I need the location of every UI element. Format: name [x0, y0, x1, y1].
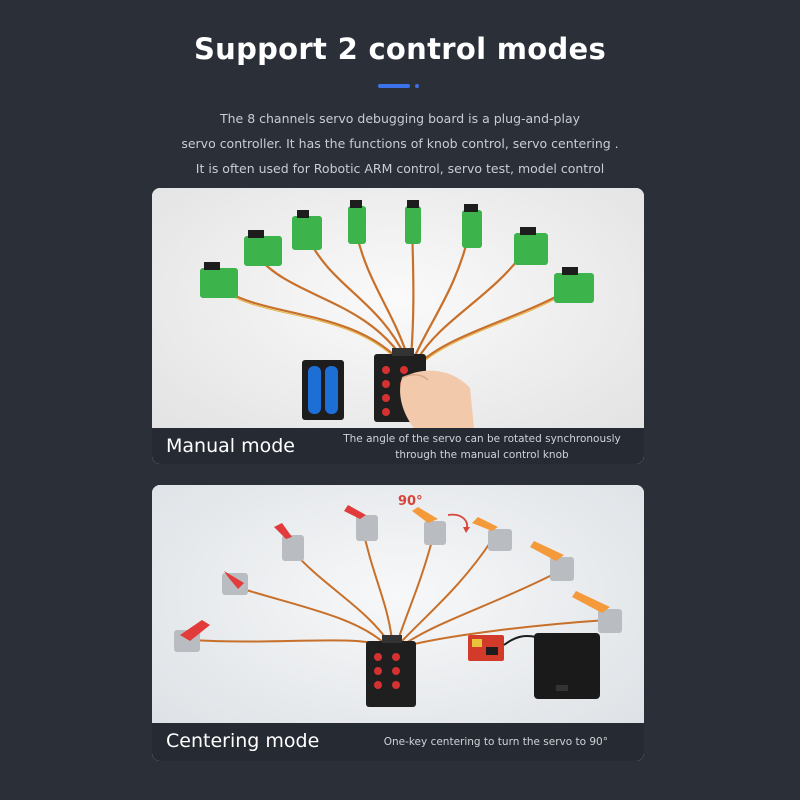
manual-mode-card: Manual mode The angle of the servo can b… [152, 188, 644, 464]
battery-box [534, 633, 600, 699]
angle-label: 90° [398, 494, 423, 509]
title-accent-bar [378, 84, 410, 88]
centering-mode-photo: 90° [152, 485, 644, 761]
green-servos [200, 200, 594, 303]
control-board [366, 635, 416, 707]
manual-mode-photo [152, 188, 644, 464]
battery-holder [302, 360, 344, 420]
centering-mode-description: One-key centering to turn the servo to 9… [383, 736, 608, 748]
centering-mode-card: 90° Centering mode One-key centering to … [152, 485, 644, 761]
intro-description: The 8 channels servo debugging board is … [0, 106, 800, 181]
manual-mode-title: Manual mode [166, 435, 295, 457]
title-accent-dot [415, 84, 419, 88]
power-module [468, 635, 504, 661]
page-title: Support 2 control modes [193, 32, 607, 66]
hand [400, 370, 474, 428]
intro-line-1: The 8 channels servo debugging board is … [219, 111, 581, 126]
centering-mode-title: Centering mode [166, 730, 320, 752]
grey-servos-with-arms [174, 505, 622, 652]
intro-line-2: servo controller. It has the functions o… [181, 136, 619, 151]
manual-mode-caption: Manual mode The angle of the servo can b… [152, 428, 644, 464]
centering-mode-caption: Centering mode One-key centering to turn… [152, 723, 644, 761]
manual-mode-desc-line-2: through the manual control knob [395, 449, 569, 461]
intro-line-3: It is often used for Robotic ARM control… [195, 161, 605, 176]
manual-mode-description: The angle of the servo can be rotated sy… [332, 431, 632, 463]
manual-mode-desc-line-1: The angle of the servo can be rotated sy… [343, 433, 621, 445]
